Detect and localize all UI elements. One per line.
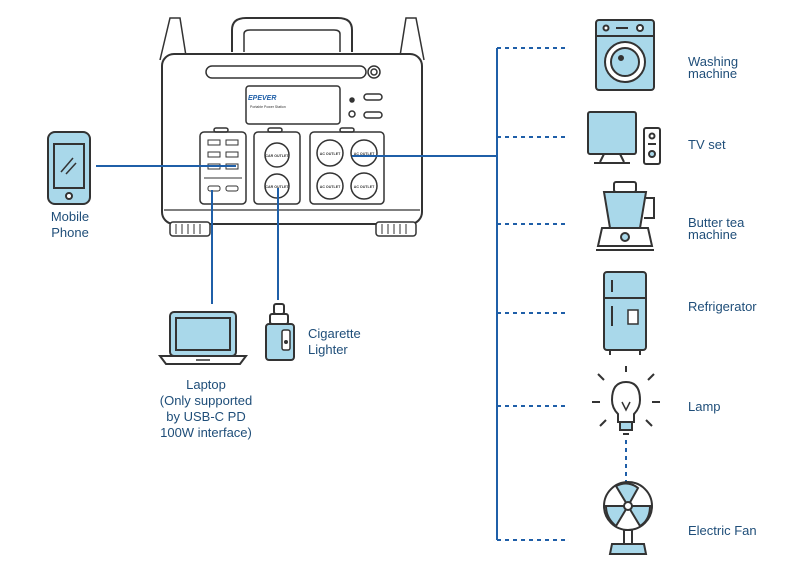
washing-machine-icon — [595, 19, 655, 91]
label-mobile-phone-line2: Phone — [51, 225, 89, 240]
dashed-branches — [497, 47, 627, 541]
label-fan-line1: Electric Fan — [688, 523, 757, 538]
ac-outlet-label-1: AC OUTLET — [320, 152, 341, 156]
ac-outlet-label-4: AC OUTLET — [354, 185, 375, 189]
station-bracket-left — [159, 17, 187, 61]
label-tv-set: TV set — [688, 137, 788, 153]
label-washing-line2: machine — [688, 66, 738, 81]
label-washing-line1: Washing — [688, 54, 739, 69]
ac-outlets — [316, 139, 378, 200]
ac-outlet-label-3: AC OUTLET — [320, 185, 341, 189]
lamp-icon — [592, 366, 660, 435]
refrigerator-icon — [603, 271, 647, 355]
station-bracket-right — [399, 17, 425, 61]
station-brand: EPEVER — [248, 95, 276, 102]
car-outlet-label-2: CAR OUTLET — [265, 185, 289, 189]
car-outlet-label-1: CAR OUTLET — [265, 154, 289, 158]
label-laptop-line2: (Only supported — [159, 393, 253, 408]
label-cigarette-line1: Cigarette — [308, 326, 361, 341]
label-tv-line1: TV set — [688, 137, 726, 152]
connection-lines — [96, 48, 498, 540]
label-electric-fan: Electric Fan — [688, 523, 788, 539]
label-cigarette-line2: Lighter — [308, 342, 348, 357]
station-subtitle: Portable Power Station — [250, 105, 286, 109]
station-handle — [231, 17, 353, 52]
electric-fan-icon — [603, 481, 653, 555]
power-station — [159, 17, 425, 237]
ac-outlet-label-2: AC OUTLET — [354, 152, 375, 156]
label-butter-tea-machine: Butter tea machine — [688, 215, 788, 242]
label-laptop-line3: by USB-C PD — [166, 409, 246, 424]
label-mobile-phone: Mobile Phone — [30, 209, 110, 241]
station-body — [161, 53, 423, 225]
station-display — [245, 85, 341, 125]
mobile-phone-icon — [47, 131, 91, 205]
station-top-slot — [205, 65, 367, 79]
label-laptop: Laptop (Only supported by USB-C PD 100W … — [136, 377, 276, 441]
tv-set-icon — [587, 111, 661, 165]
usb-ports — [204, 139, 242, 192]
butter-tea-machine-icon — [596, 181, 655, 251]
label-fridge-line1: Refrigerator — [688, 299, 757, 314]
label-laptop-line1: Laptop — [186, 377, 226, 392]
label-lamp: Lamp — [688, 399, 788, 415]
label-butter-line2: machine — [688, 227, 738, 242]
label-refrigerator: Refrigerator — [688, 299, 788, 315]
label-mobile-phone-line1: Mobile — [50, 209, 90, 224]
label-lamp-line1: Lamp — [688, 399, 721, 414]
laptop-icon — [158, 311, 248, 365]
cigarette-lighter-icon — [265, 303, 295, 361]
label-butter-line1: Butter tea — [688, 215, 745, 230]
label-laptop-line4: 100W interface) — [160, 425, 252, 440]
label-cigarette-lighter: Cigarette Lighter — [308, 326, 398, 358]
label-washing-machine: Washing machine — [688, 54, 788, 81]
